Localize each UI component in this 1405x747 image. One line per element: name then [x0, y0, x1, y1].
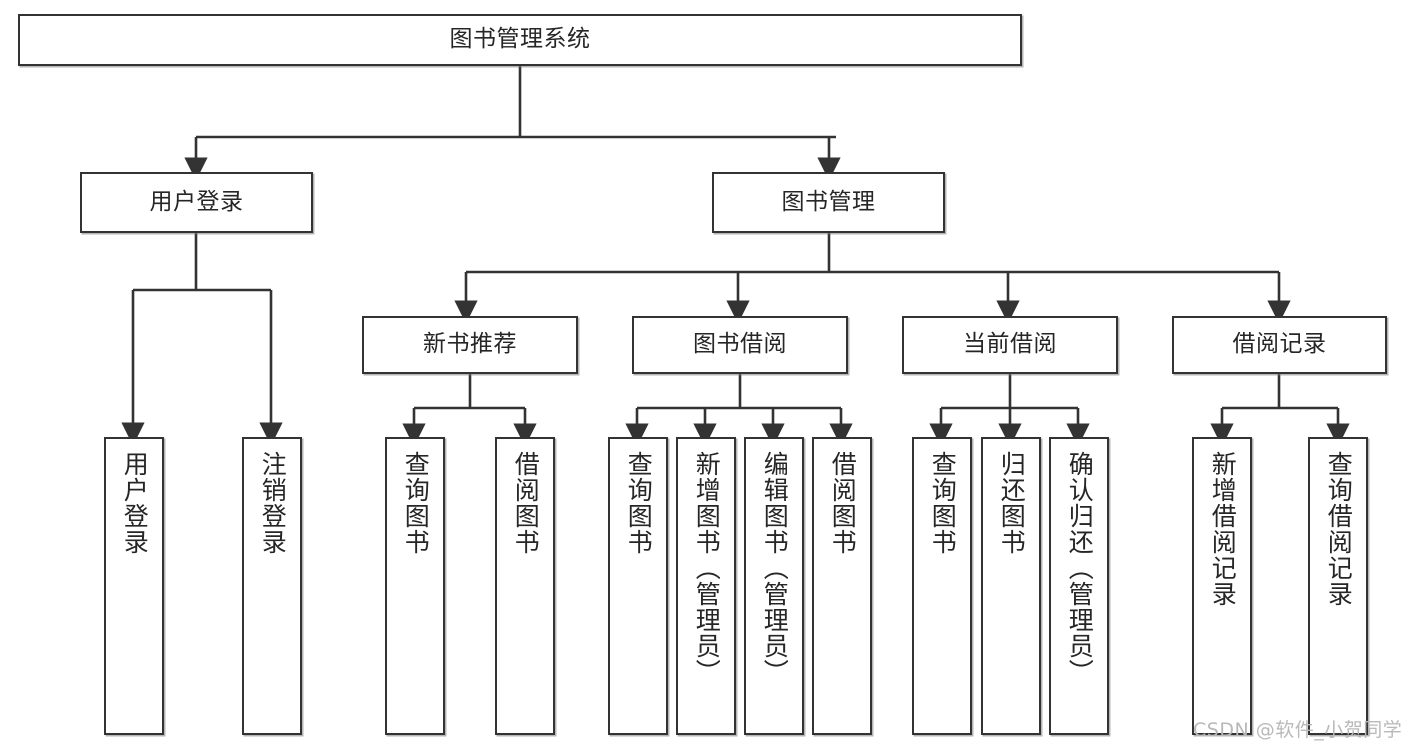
node-label: 查询图书 [401, 451, 431, 555]
leaf-user-login-logout[interactable]: 注销登录 [242, 437, 302, 735]
node-label: 编辑图书（管理员） [760, 451, 790, 685]
csdn-watermark: CSDN @软件_小贺同学 [1193, 719, 1403, 741]
node-label: 查询借阅记录 [1324, 451, 1354, 607]
node-label: 归还图书 [997, 451, 1027, 555]
node-label: 借阅记录 [1232, 331, 1327, 358]
node-book-manage[interactable]: 图书管理 [712, 172, 945, 233]
node-borrow-record[interactable]: 借阅记录 [1172, 316, 1387, 374]
node-label: 当前借阅 [963, 331, 1057, 358]
leaf-current-borrow-return[interactable]: 归还图书 [981, 437, 1041, 735]
node-label: 查询图书 [624, 451, 654, 555]
leaf-current-borrow-query[interactable]: 查询图书 [912, 437, 972, 735]
node-label: 新增借阅记录 [1208, 451, 1238, 607]
leaf-book-borrow-edit[interactable]: 编辑图书（管理员） [744, 437, 804, 735]
node-label: 图书借阅 [693, 331, 787, 358]
leaf-borrow-record-query[interactable]: 查询借阅记录 [1308, 437, 1368, 735]
leaf-book-borrow-add[interactable]: 新增图书（管理员） [676, 437, 736, 735]
node-label: 图书管理 [781, 188, 876, 215]
leaf-user-login-login[interactable]: 用户登录 [104, 437, 164, 735]
node-root-system[interactable]: 图书管理系统 [18, 14, 1022, 66]
leaf-new-book-borrow[interactable]: 借阅图书 [495, 437, 555, 735]
leaf-current-borrow-confirm-return[interactable]: 确认归还（管理员） [1049, 437, 1109, 735]
node-book-borrow[interactable]: 图书借阅 [632, 316, 848, 374]
node-label: 用户登录 [149, 188, 244, 215]
node-user-login[interactable]: 用户登录 [80, 172, 313, 233]
node-label: 借阅图书 [511, 451, 541, 555]
node-label: 新增图书（管理员） [692, 451, 722, 685]
node-label: 用户登录 [120, 451, 150, 555]
node-current-borrow[interactable]: 当前借阅 [902, 316, 1118, 374]
node-label: 新书推荐 [423, 331, 517, 358]
leaf-new-book-query[interactable]: 查询图书 [385, 437, 445, 735]
node-label: 借阅图书 [828, 451, 858, 555]
node-label: 图书管理系统 [449, 26, 591, 53]
leaf-book-borrow-query[interactable]: 查询图书 [608, 437, 668, 735]
node-new-book-recommend[interactable]: 新书推荐 [362, 316, 578, 374]
leaf-book-borrow-borrow[interactable]: 借阅图书 [812, 437, 872, 735]
node-label: 查询图书 [928, 451, 958, 555]
leaf-borrow-record-add[interactable]: 新增借阅记录 [1192, 437, 1252, 735]
node-label: 注销登录 [258, 451, 288, 555]
node-label: 确认归还（管理员） [1065, 451, 1095, 685]
